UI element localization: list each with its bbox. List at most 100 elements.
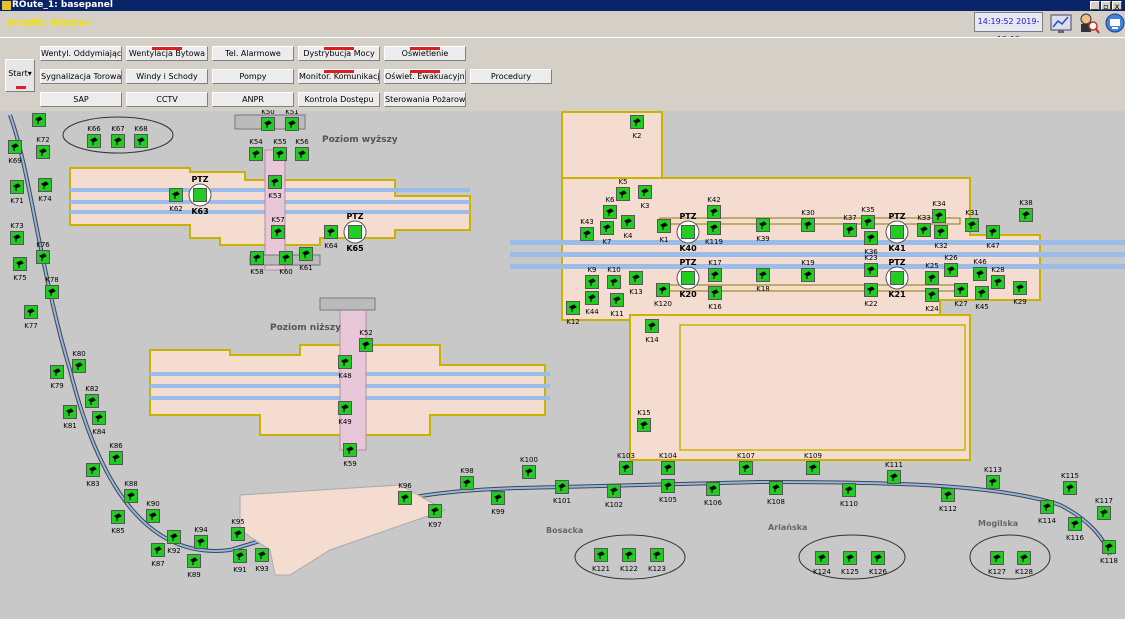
camera-k23[interactable]: K23 — [864, 254, 878, 277]
camera-k114[interactable]: K114 — [1038, 500, 1057, 525]
camera-k48[interactable]: K48 — [338, 355, 352, 380]
camera-k92[interactable]: K92 — [167, 530, 181, 555]
camera-k111[interactable]: K111 — [885, 461, 903, 484]
camera-k95[interactable]: K95 — [231, 518, 245, 541]
camera-k75[interactable]: K75 — [13, 257, 27, 282]
camera-k59[interactable]: K59 — [343, 443, 357, 468]
menu-button-3[interactable]: Dystrybucja Mocy — [298, 46, 380, 61]
menu-button-4[interactable]: Oświetlenie — [384, 46, 466, 61]
camera-k6[interactable]: K6 — [603, 196, 617, 219]
camera-k43[interactable]: K43 — [580, 218, 594, 241]
camera-k58[interactable]: K58 — [250, 251, 264, 276]
camera-k34[interactable]: K34 — [932, 200, 946, 223]
camera-k3[interactable]: K3 — [638, 185, 652, 210]
camera-k7[interactable]: K7 — [600, 221, 614, 246]
camera-k106[interactable]: K106 — [704, 482, 723, 507]
camera-k57[interactable]: K57 — [271, 216, 285, 239]
camera-k122[interactable]: K122 — [620, 548, 638, 573]
camera-k9[interactable]: K9 — [585, 266, 599, 289]
camera-k14[interactable]: K14 — [645, 319, 659, 344]
menu-button-10[interactable]: Procedury — [470, 69, 552, 84]
camera-k119[interactable]: K119 — [705, 221, 723, 246]
menu-button-8[interactable]: Monitor. Komunikacji — [298, 69, 380, 84]
camera-k54[interactable]: K54 — [249, 138, 263, 161]
camera-k64[interactable]: K64 — [324, 225, 338, 250]
camera-k35[interactable]: K35 — [861, 206, 875, 229]
camera-k74[interactable]: K74 — [38, 178, 52, 203]
camera-k26[interactable]: K26 — [944, 254, 958, 277]
camera-k78[interactable]: K78 — [45, 276, 59, 299]
camera-k60[interactable]: K60 — [279, 251, 293, 276]
camera-k38[interactable]: K38 — [1019, 199, 1033, 222]
camera-k55[interactable]: K55 — [273, 138, 287, 161]
camera-k87[interactable]: K87 — [151, 543, 165, 568]
start-button[interactable]: Start▾ — [5, 59, 35, 92]
camera-k36[interactable]: K36 — [864, 231, 878, 256]
camera-k39[interactable]: K39 — [756, 218, 770, 243]
camera-k2[interactable]: K2 — [630, 115, 644, 140]
camera-k16[interactable]: K16 — [708, 286, 722, 311]
camera-k81[interactable]: K81 — [63, 405, 77, 430]
camera-k93[interactable]: K93 — [255, 548, 269, 573]
camera-k24[interactable]: K24 — [925, 288, 939, 313]
camera-k71[interactable]: K71 — [10, 180, 24, 205]
camera-k124[interactable]: K124 — [813, 551, 832, 576]
camera-k105[interactable]: K105 — [659, 479, 677, 504]
camera-k104[interactable]: K104 — [659, 452, 678, 475]
camera-k46[interactable]: K46 — [973, 258, 987, 281]
camera-k1[interactable]: K1 — [657, 219, 671, 244]
camera-k51[interactable]: K51 — [285, 110, 299, 131]
camera-k94[interactable]: K94 — [194, 526, 208, 549]
menu-button-0[interactable]: Wentyl. Oddymiająca — [40, 46, 122, 61]
camera-k72[interactable]: K72 — [36, 136, 50, 159]
camera-k13[interactable]: K13 — [629, 271, 643, 296]
menu-button-12[interactable]: CCTV — [126, 92, 208, 107]
camera-k11[interactable]: K11 — [610, 293, 624, 318]
camera-k68[interactable]: K68 — [134, 125, 148, 148]
menu-button-11[interactable]: SAP — [40, 92, 122, 107]
camera-k32[interactable]: K32 — [934, 225, 948, 250]
user-search-icon[interactable] — [1078, 12, 1100, 34]
camera-k126[interactable]: K126 — [869, 551, 888, 576]
network-monitor-icon[interactable] — [1104, 12, 1125, 34]
camera-k89[interactable]: K89 — [187, 554, 201, 579]
camera-k31[interactable]: K31 — [965, 209, 979, 232]
monitor-chart-icon[interactable] — [1050, 12, 1072, 34]
camera-k84[interactable]: K84 — [92, 411, 106, 436]
camera-k37[interactable]: K37 — [843, 214, 857, 237]
camera-k107[interactable]: K107 — [737, 452, 755, 475]
camera-k85[interactable]: K85 — [111, 510, 125, 535]
camera-k76[interactable]: K76 — [36, 241, 50, 264]
menu-button-6[interactable]: Windy i Schody — [126, 69, 208, 84]
camera-k103[interactable]: K103 — [617, 452, 635, 475]
camera-k25[interactable]: K25 — [925, 262, 939, 285]
menu-button-13[interactable]: ANPR — [212, 92, 294, 107]
camera-k70[interactable]: K70 — [32, 110, 46, 127]
camera-k66[interactable]: K66 — [87, 125, 101, 148]
menu-button-14[interactable]: Kontrola Dostępu — [298, 92, 380, 107]
camera-k112[interactable]: K112 — [939, 488, 957, 513]
camera-k33[interactable]: K33 — [917, 214, 931, 237]
camera-k12[interactable]: K12 — [566, 301, 580, 326]
camera-k45[interactable]: K45 — [975, 286, 989, 311]
camera-k86[interactable]: K86 — [109, 442, 123, 465]
menu-button-5[interactable]: Sygnalizacja Torowa — [40, 69, 122, 84]
camera-k73[interactable]: K73 — [10, 222, 24, 245]
camera-k83[interactable]: K83 — [86, 463, 100, 488]
camera-k88[interactable]: K88 — [124, 480, 138, 503]
camera-k79[interactable]: K79 — [50, 365, 64, 390]
camera-k98[interactable]: K98 — [460, 467, 474, 490]
close-button[interactable]: x — [1112, 1, 1122, 11]
camera-k61[interactable]: K61 — [299, 247, 313, 272]
camera-k10[interactable]: K10 — [607, 266, 621, 289]
camera-k22[interactable]: K22 — [864, 283, 878, 308]
camera-k102[interactable]: K102 — [605, 484, 623, 509]
camera-k101[interactable]: K101 — [553, 480, 571, 505]
camera-k115[interactable]: K115 — [1061, 472, 1079, 495]
camera-k69[interactable]: K69 — [8, 140, 22, 165]
camera-k5[interactable]: K5 — [616, 178, 630, 201]
